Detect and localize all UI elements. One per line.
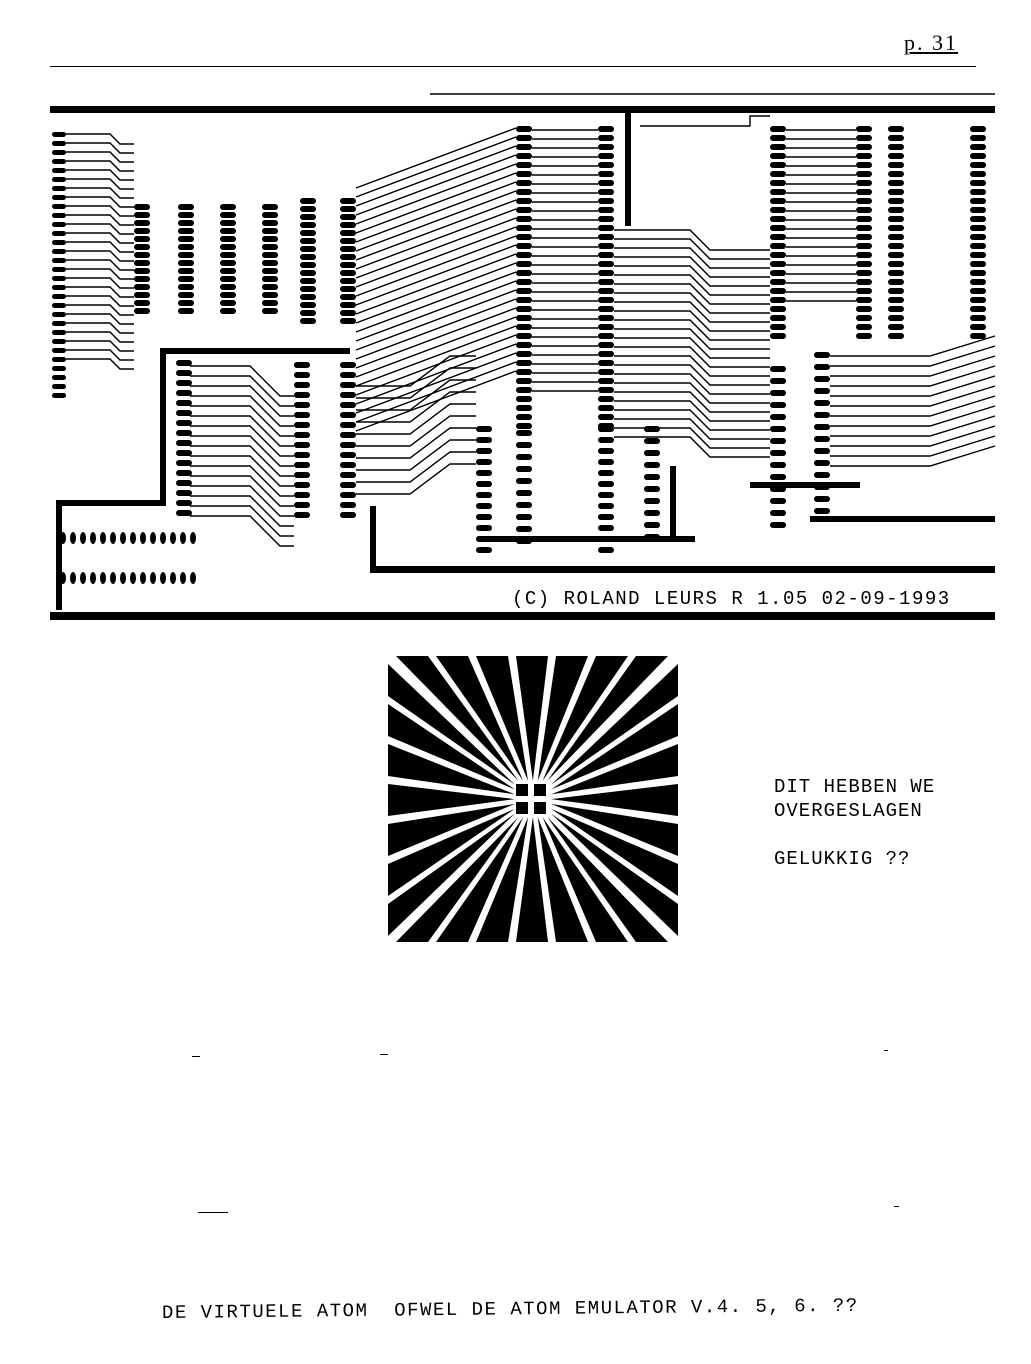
qfp-spokes bbox=[388, 656, 678, 942]
scan-speck bbox=[192, 1056, 200, 1057]
scan-speck bbox=[894, 1206, 899, 1207]
page-number: p. 31 bbox=[904, 30, 958, 55]
scan-speck bbox=[380, 1054, 388, 1055]
scan-speck bbox=[198, 1212, 228, 1213]
note-line-3: GELUKKIG ?? bbox=[774, 848, 911, 870]
note-line-2: OVERGESLAGEN bbox=[774, 800, 923, 822]
note-line-1: DIT HEBBEN WE bbox=[774, 776, 936, 798]
pcb-layout-image: (C) ROLAND LEURS R 1.05 02-09-1993 bbox=[50, 93, 996, 620]
pcb-bus-rails bbox=[50, 106, 995, 620]
pcb-copyright-label: (C) ROLAND LEURS R 1.05 02-09-1993 bbox=[512, 588, 951, 610]
pcb-signal-traces bbox=[66, 93, 996, 547]
qfp-footprint-image bbox=[388, 656, 678, 942]
header-rule bbox=[50, 66, 976, 67]
footer-caption: DE VIRTUELE ATOM OFWEL DE ATOM EMULATOR … bbox=[161, 1294, 859, 1324]
qfp-center-pads bbox=[516, 784, 546, 814]
pcb-ic-pads bbox=[52, 126, 986, 584]
scan-speck bbox=[884, 1050, 888, 1051]
